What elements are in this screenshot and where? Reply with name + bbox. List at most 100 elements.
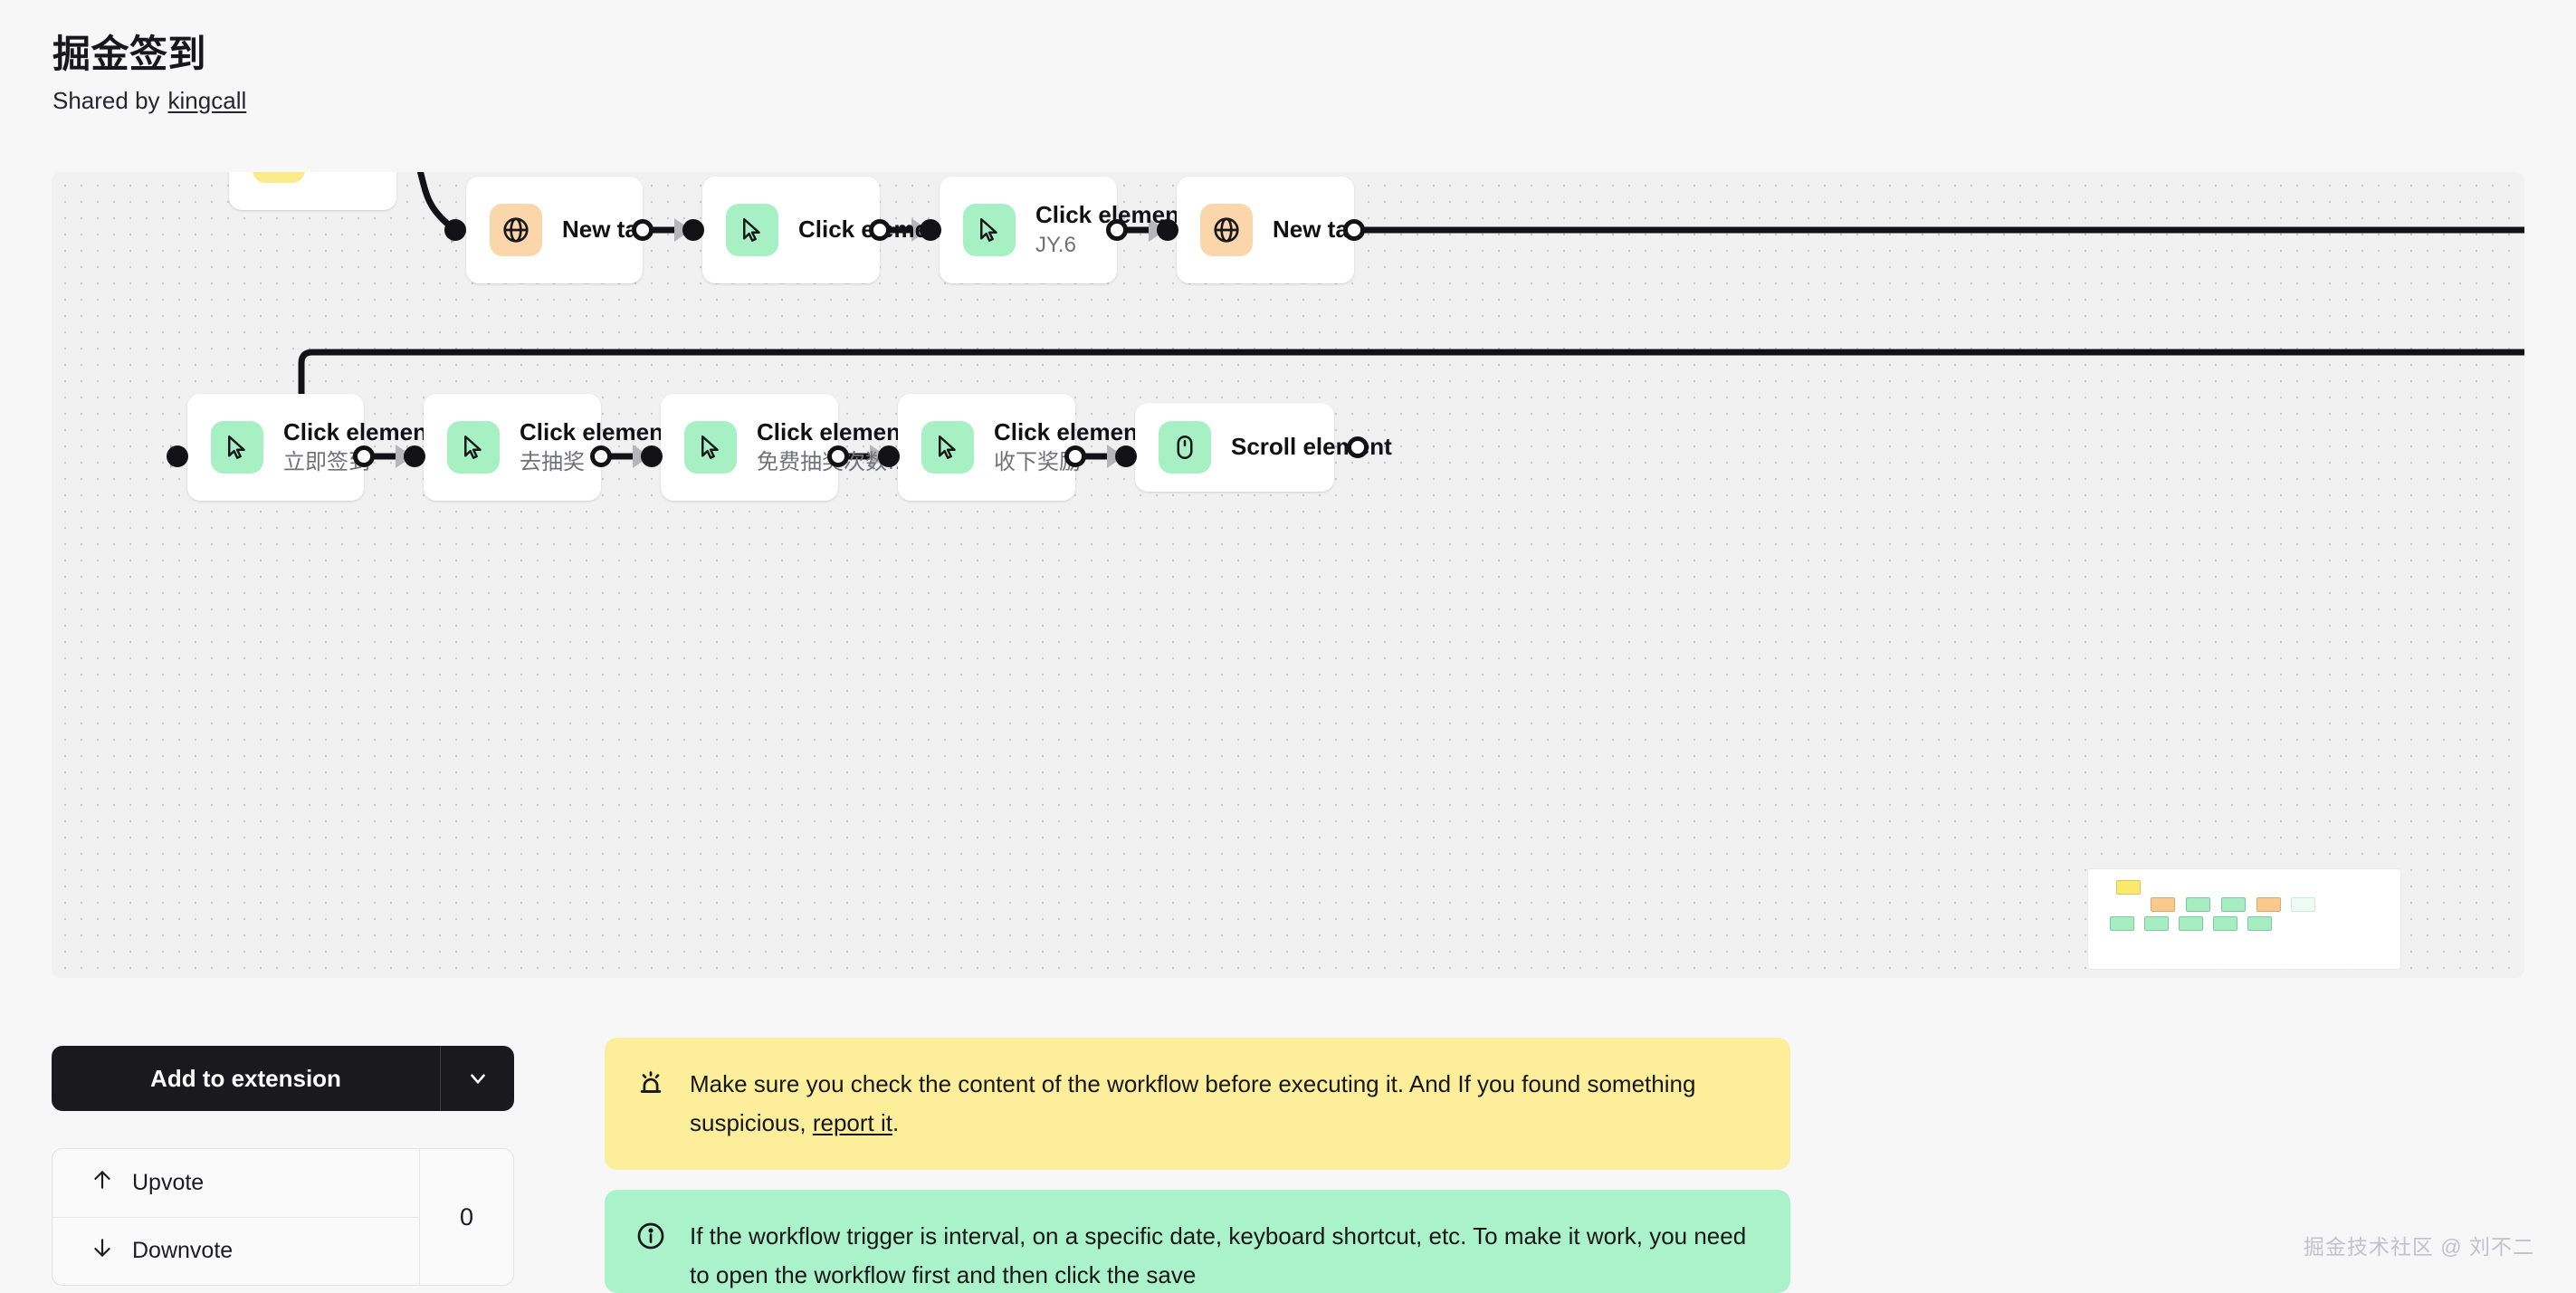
globe-icon [1200, 204, 1253, 256]
cursor-icon [211, 421, 263, 474]
warning-banner: Make sure you check the content of the w… [605, 1038, 1790, 1170]
node-text: New tab [1273, 216, 1363, 244]
port-in-click-element-4[interactable] [404, 445, 425, 467]
report-it-link[interactable]: report it [812, 1108, 892, 1136]
node-click-element-2[interactable]: Click element JY.6 [940, 177, 1188, 283]
upvote-label: Upvote [132, 1169, 205, 1195]
globe-icon [490, 204, 542, 256]
minimap-viewport[interactable] [2291, 897, 2315, 912]
node-title: New tab [1273, 216, 1363, 244]
port-in-click-element-6[interactable] [878, 445, 900, 467]
warning-text-part2: . [892, 1108, 900, 1136]
warning-text-part1: Make sure you check the content of the w… [690, 1070, 1696, 1136]
node-title: Click element [994, 417, 1146, 445]
node-new-tab-2[interactable]: New tab [1177, 177, 1363, 283]
add-to-extension-label: Add to extension [150, 1064, 341, 1092]
node-text: Click element JY.6 [1035, 200, 1188, 259]
port-out-new-tab-1[interactable] [632, 219, 654, 241]
minimap-node [2116, 880, 2141, 895]
minimap-node [2144, 916, 2169, 931]
cursor-icon [447, 421, 500, 474]
arrow-down-icon [91, 1236, 114, 1266]
shared-by-label: Shared by [52, 87, 160, 115]
shared-by-row: Shared by kingcall [52, 87, 246, 115]
minimap-node [2256, 897, 2281, 912]
node-click-element-1[interactable]: Click element [702, 177, 950, 283]
port-in-new-tab-1[interactable] [444, 219, 466, 241]
warning-banner-text: Make sure you check the content of the w… [690, 1065, 1760, 1143]
port-out-click-element-6[interactable] [1064, 445, 1086, 467]
node-subtitle: 去抽奖 [520, 450, 585, 475]
node-click-element-3[interactable]: Click element 立即签到 [187, 394, 435, 501]
downvote-label: Downvote [132, 1238, 234, 1264]
upvote-button[interactable]: Upvote [52, 1149, 419, 1217]
lightning-icon [253, 172, 305, 183]
node-title: Scroll element [1231, 433, 1392, 461]
node-title: Click element [798, 216, 950, 244]
siren-icon [635, 1065, 666, 1143]
node-subtitle: 收下奖励 [994, 450, 1081, 475]
info-banner: If the workflow trigger is interval, on … [605, 1190, 1790, 1293]
port-out-click-element-5[interactable] [827, 445, 849, 467]
port-out-new-tab-2[interactable] [1343, 219, 1365, 241]
port-out-click-element-1[interactable] [869, 219, 891, 241]
arrow-up-icon [91, 1168, 114, 1198]
node-text: Click element 免费抽奖次数… [757, 417, 909, 476]
port-in-scroll-element[interactable] [1115, 445, 1137, 467]
minimap-node [2186, 897, 2210, 912]
info-banner-text: If the workflow trigger is interval, on … [690, 1222, 1747, 1288]
workflow-edges [298, 172, 2524, 460]
node-click-element-5[interactable]: Click element 免费抽奖次数… [661, 394, 909, 501]
node-trigger[interactable]: Trigger [229, 172, 396, 210]
port-out-click-element-2[interactable] [1106, 219, 1128, 241]
port-out-click-element-3[interactable] [353, 445, 375, 467]
node-text: Click element [798, 216, 950, 244]
node-subtitle: 立即签到 [283, 450, 370, 475]
port-out-click-element-4[interactable] [590, 445, 612, 467]
node-title: Click element [283, 417, 435, 445]
node-text: Click element 收下奖励 [994, 417, 1146, 476]
node-text: Click element 去抽奖 [520, 417, 672, 476]
node-scroll-element[interactable]: Scroll element [1135, 403, 1392, 492]
minimap-node [2221, 897, 2246, 912]
author-link[interactable]: kingcall [167, 87, 247, 115]
node-subtitle: JY.6 [1035, 233, 1076, 258]
vote-count: 0 [419, 1149, 513, 1285]
node-new-tab-1[interactable]: New tab [466, 177, 653, 283]
node-click-element-6[interactable]: Click element 收下奖励 [898, 394, 1146, 501]
node-click-element-4[interactable]: Click element 去抽奖 [424, 394, 672, 501]
node-title: New tab [562, 216, 653, 244]
chevron-down-icon[interactable] [440, 1046, 514, 1111]
port-in-click-element-5[interactable] [641, 445, 663, 467]
node-title: Click element [1035, 200, 1188, 228]
canvas-minimap[interactable] [2088, 869, 2400, 969]
cursor-icon [963, 204, 1016, 256]
page-header: 掘金签到 Shared by kingcall [52, 33, 246, 115]
watermark: 掘金技术社区 @ 刘不二 [2303, 1235, 2534, 1259]
cursor-icon [684, 421, 737, 474]
cursor-icon [726, 204, 778, 256]
workflow-canvas[interactable]: Trigger New tab Click elemen [52, 172, 2524, 978]
node-subtitle: 免费抽奖次数… [757, 449, 909, 476]
cursor-icon [921, 421, 974, 474]
page-title: 掘金签到 [52, 33, 207, 75]
downvote-button[interactable]: Downvote [52, 1216, 419, 1286]
minimap-node [2213, 916, 2237, 931]
vote-actions: Upvote Downvote [52, 1149, 419, 1285]
node-text: Scroll element [1231, 433, 1392, 461]
port-out-scroll-element[interactable] [1347, 436, 1369, 458]
info-circle-icon [635, 1217, 666, 1266]
node-text: New tab [562, 216, 653, 244]
port-in-click-element-2[interactable] [920, 219, 941, 241]
port-in-new-tab-2[interactable] [1157, 219, 1178, 241]
add-to-extension-button[interactable]: Add to extension [52, 1046, 514, 1111]
minimap-node [2151, 897, 2175, 912]
node-title: Click element [520, 417, 672, 445]
node-title: Click element [757, 417, 909, 445]
node-text: Click element 立即签到 [283, 417, 435, 476]
minimap-node [2247, 916, 2272, 931]
port-in-click-element-3[interactable] [167, 445, 188, 467]
minimap-node [2110, 916, 2134, 931]
port-in-click-element-1[interactable] [682, 219, 704, 241]
